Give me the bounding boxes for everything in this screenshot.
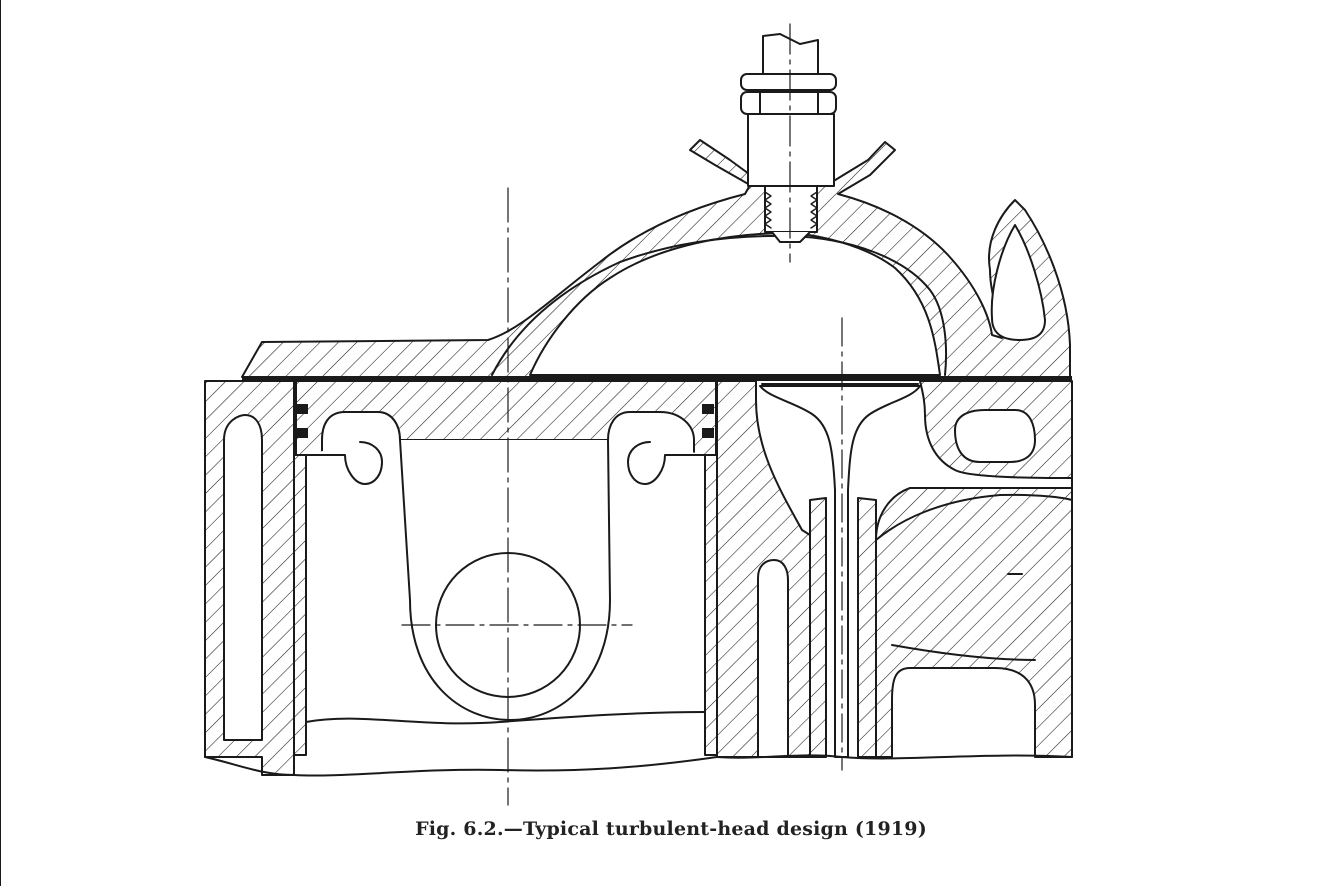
cylinder-block-left bbox=[204, 380, 718, 776]
plug-lower-nut bbox=[740, 91, 837, 115]
valve-guide bbox=[809, 497, 827, 758]
figure-caption: Fig. 6.2.—Typical turbulent-head design … bbox=[415, 818, 927, 840]
cylinder-block-right bbox=[716, 317, 1073, 771]
combustion-dome-line bbox=[491, 234, 948, 376]
piston-skirt-lip-left bbox=[305, 441, 383, 485]
plug-upper-nut bbox=[740, 73, 837, 91]
spark-plug bbox=[740, 23, 837, 263]
cylinder-wall bbox=[293, 454, 307, 756]
head-gasket bbox=[242, 376, 1072, 381]
plug-body bbox=[747, 113, 835, 187]
block-water-jacket bbox=[757, 559, 789, 758]
piston-skirt-lip-right bbox=[627, 441, 705, 485]
valve-port-casting bbox=[875, 380, 1073, 758]
plug-thread bbox=[764, 185, 818, 233]
cylinder-wall-right bbox=[704, 454, 718, 756]
piston bbox=[295, 380, 717, 725]
plug-electrode bbox=[771, 231, 811, 243]
page-left-edge bbox=[0, 0, 1, 886]
head-water-passage bbox=[990, 224, 1046, 341]
block-break-line bbox=[204, 756, 718, 777]
valve-port-water-passage bbox=[954, 409, 1036, 463]
piston-break-line bbox=[305, 711, 706, 725]
cylinder-head bbox=[241, 139, 1071, 378]
left-water-jacket bbox=[223, 414, 263, 741]
